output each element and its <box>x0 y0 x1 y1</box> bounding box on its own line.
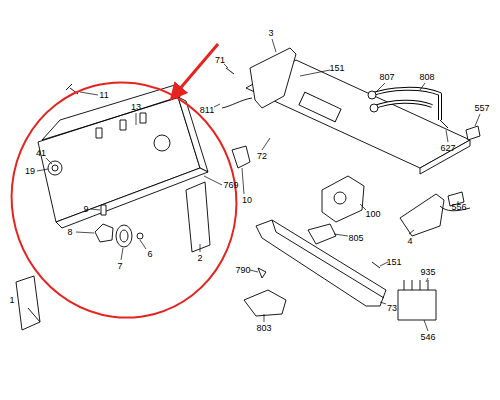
wire-811 <box>222 98 252 108</box>
callout-number: 3 <box>268 28 273 38</box>
back-panel-edge <box>420 140 470 174</box>
hose-808 <box>372 102 432 108</box>
callout-number: 19 <box>25 166 35 176</box>
slot <box>140 113 146 123</box>
end-cap-4 <box>400 194 444 236</box>
callout-number: 546 <box>420 332 435 342</box>
callout-number: 41 <box>36 148 46 158</box>
screw-151 <box>372 262 380 268</box>
clamp-807 <box>370 104 378 112</box>
clip-9 <box>101 205 106 215</box>
dial-hub <box>120 230 128 242</box>
part-803 <box>244 290 286 316</box>
valve-557 <box>466 126 480 140</box>
hose-808-inner <box>370 89 440 120</box>
highlight-arrow <box>172 44 218 98</box>
harness-wires-935 <box>404 280 428 290</box>
base-edge <box>272 220 384 298</box>
panel-edge <box>56 168 208 228</box>
callout-number: 1 <box>9 295 14 305</box>
callout-number: 4 <box>407 236 412 246</box>
callout-number: 71 <box>215 55 225 65</box>
switch-805 <box>308 224 336 244</box>
manual-1 <box>16 276 40 330</box>
console-base-73 <box>256 220 386 306</box>
end-cap-3 <box>250 48 296 108</box>
bracket-2 <box>186 182 210 252</box>
harness-546 <box>398 290 436 320</box>
screw-71 <box>226 68 234 74</box>
washer-6 <box>137 233 143 239</box>
knob-8 <box>95 224 113 242</box>
callout-number: 803 <box>256 323 271 333</box>
callout-number: 557 <box>474 103 489 113</box>
callout-number: 8 <box>67 227 72 237</box>
callout-number: 7 <box>117 261 122 271</box>
callout-number: 769 <box>223 180 238 190</box>
callout-number: 10 <box>242 195 252 205</box>
knob-center <box>52 165 58 171</box>
timer-100 <box>322 176 364 222</box>
clamp-807 <box>368 91 376 99</box>
slot <box>120 120 126 130</box>
panel-top <box>42 85 180 140</box>
callout-number: 6 <box>147 249 152 259</box>
callout-number: 151 <box>386 257 401 267</box>
knob <box>48 161 62 175</box>
callout-number: 2 <box>197 253 202 263</box>
callout-number: 807 <box>379 72 394 82</box>
hose-808 <box>370 89 440 120</box>
highlight-ellipse <box>0 57 263 343</box>
display-window <box>154 135 170 151</box>
cutout <box>299 92 341 122</box>
callout-number: 73 <box>387 303 397 313</box>
callout-number: 9 <box>83 204 88 214</box>
clip-790 <box>258 268 266 278</box>
fitting-627 <box>440 120 448 128</box>
switch-10 <box>232 146 250 168</box>
callout-number: 790 <box>235 265 250 275</box>
callout-number: 935 <box>420 267 435 277</box>
slot <box>96 128 102 138</box>
leader-lines <box>37 39 480 331</box>
dial-7 <box>116 225 132 247</box>
callout-number: 556 <box>451 202 466 212</box>
timer-shaft <box>334 192 346 204</box>
manual-fold <box>28 308 40 322</box>
callout-number: 100 <box>365 209 380 219</box>
callout-number: 808 <box>419 72 434 82</box>
callout-number: 805 <box>348 233 363 243</box>
callout-number: 151 <box>329 63 344 73</box>
callout-number: 11 <box>99 90 108 100</box>
callout-number: 13 <box>131 102 141 112</box>
callout-number: 627 <box>440 143 455 153</box>
callout-number: 811 <box>200 105 214 115</box>
hose-808-inner <box>372 102 432 108</box>
callout-number: 72 <box>257 151 267 161</box>
